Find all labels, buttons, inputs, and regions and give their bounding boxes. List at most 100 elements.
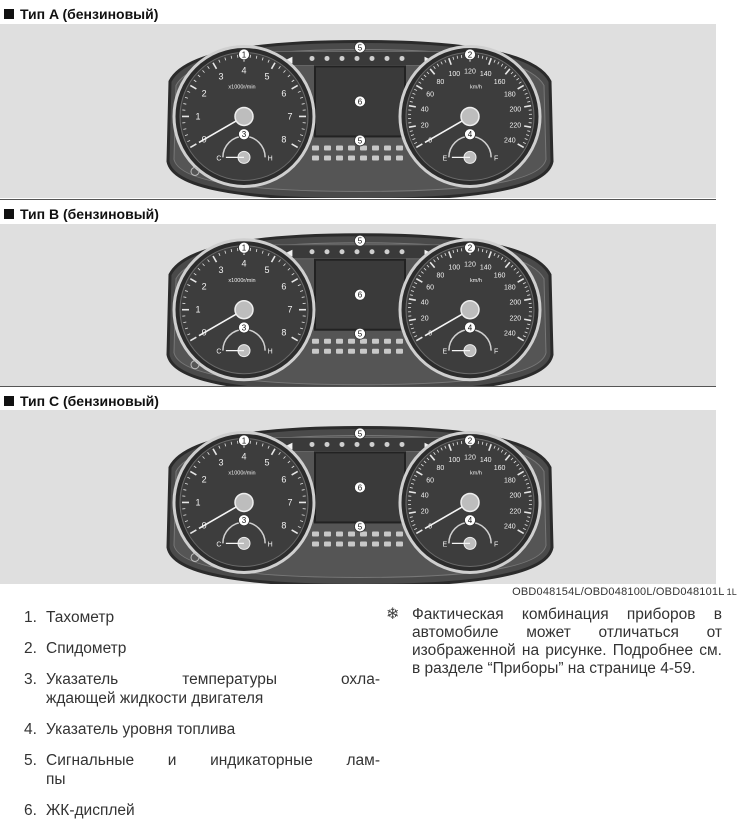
gauge-tick [218,252,221,256]
engine-lamp-icon [190,360,200,370]
gauge-number: 20 [421,316,429,323]
indicator-lamp-icon [312,145,319,151]
warning-lamp-icon [309,441,315,447]
gauge-tick [278,452,281,455]
indicator-lamp-icon [336,348,343,354]
note-text: Фактическая комбинация приборов в автомо… [412,606,722,677]
callout-number: 5 [358,43,363,52]
legend-item: 4. Указатель уровня топлива [24,720,380,739]
warning-lamp-icon [384,249,390,255]
indicator-lamp-icon [372,145,379,151]
separator [0,199,716,200]
gauge-hub [460,106,480,127]
gauge-tick [516,463,520,467]
gauge-tick [408,125,416,128]
legend-text: Спидометр [46,640,127,657]
gauge-tick [261,443,264,447]
gauge-tick [497,61,500,65]
bullet-square-icon [4,9,14,19]
callout-marker [464,514,476,527]
gauge-number: 240 [504,331,516,338]
gauge-number: 20 [421,508,429,515]
gauge-tick [444,445,447,449]
gauge-tick [414,527,418,530]
gauge-tick [187,476,191,479]
sub-gauge-label: E [443,541,448,548]
gauge-tick [184,482,189,485]
gauge-tick [448,443,452,452]
callout-number: 5 [358,522,363,531]
indicator-lamp-icon [360,348,367,354]
callout-marker [354,234,366,247]
gauge-tick [291,336,299,342]
gauge-tick [267,59,270,63]
gauge-tick [410,134,415,136]
sub-gauge-label: F [494,541,498,548]
legend-text: ЖК-дисплей [46,802,135,819]
gauge-tick [510,71,514,75]
gauge-tick [456,441,459,445]
gauge-tick [522,141,526,144]
gauge-number: 240 [504,523,516,530]
gauge-tick [433,452,436,455]
gauge-number: 200 [509,492,521,499]
callout-number: 3 [242,516,247,525]
gauge-number: 100 [448,457,460,464]
warning-lamp-icon [399,249,405,255]
gauge-tick [524,331,528,334]
callout-number: 3 [242,324,247,333]
indicator-lamp-icon [384,145,391,151]
indicator-lamp-icon [312,338,319,344]
gauge-tick [527,130,531,132]
gauge-tick [518,274,522,278]
gauge-tick [504,452,507,455]
gauge-tick [493,445,496,449]
gauge-number: 1 [195,305,200,315]
gauge-tick [202,70,205,73]
gauge-number: 200 [509,300,521,307]
gauge-tick [517,143,525,149]
gauge-tick [524,490,532,494]
callout-marker [354,481,366,494]
gauge-number: 3 [218,72,223,82]
warning-lamp-icon [384,55,390,61]
gauge-tick [481,248,484,253]
gauge-tick [255,55,258,59]
gauge-tick [444,252,447,256]
gauge-tick [412,331,416,334]
gauge-tick [426,71,430,75]
indicator-lamp-icon [396,145,403,151]
gauge-tick [456,55,459,59]
warning-lamp-icon [354,441,360,447]
gauge-tick [524,318,532,322]
gauge-tick [291,529,299,535]
gauge-number: 0 [428,137,432,144]
section-title-text: Тип A (бензиновый) [20,6,159,22]
gauge-tick [433,259,436,263]
gauge-tick [500,449,504,453]
gauge-tick [504,68,511,75]
gauge-tick [224,443,227,447]
gauge-number: 2 [202,474,207,484]
gauge-hub [234,299,254,320]
gauge-number: 40 [421,300,429,307]
indicator-lamp-icon [384,155,391,161]
gauge-tick [440,61,443,65]
gauge-tick [524,298,532,301]
gauge-tick [418,467,422,470]
callout-marker [354,427,366,440]
gauge-tick [189,470,197,476]
warning-lamp-icon [369,441,375,447]
legend-number: 2. [24,640,37,657]
gauge-tick [207,66,210,69]
callout-marker [464,128,476,141]
engine-lamp-icon [190,552,200,562]
gauge-hub [234,492,254,513]
sub-gauge-label: H [268,349,273,356]
gauge-tick [410,520,415,522]
sub-gauge-label: H [268,155,273,162]
gauge-tick [504,259,507,263]
gauge-tick [207,452,210,455]
